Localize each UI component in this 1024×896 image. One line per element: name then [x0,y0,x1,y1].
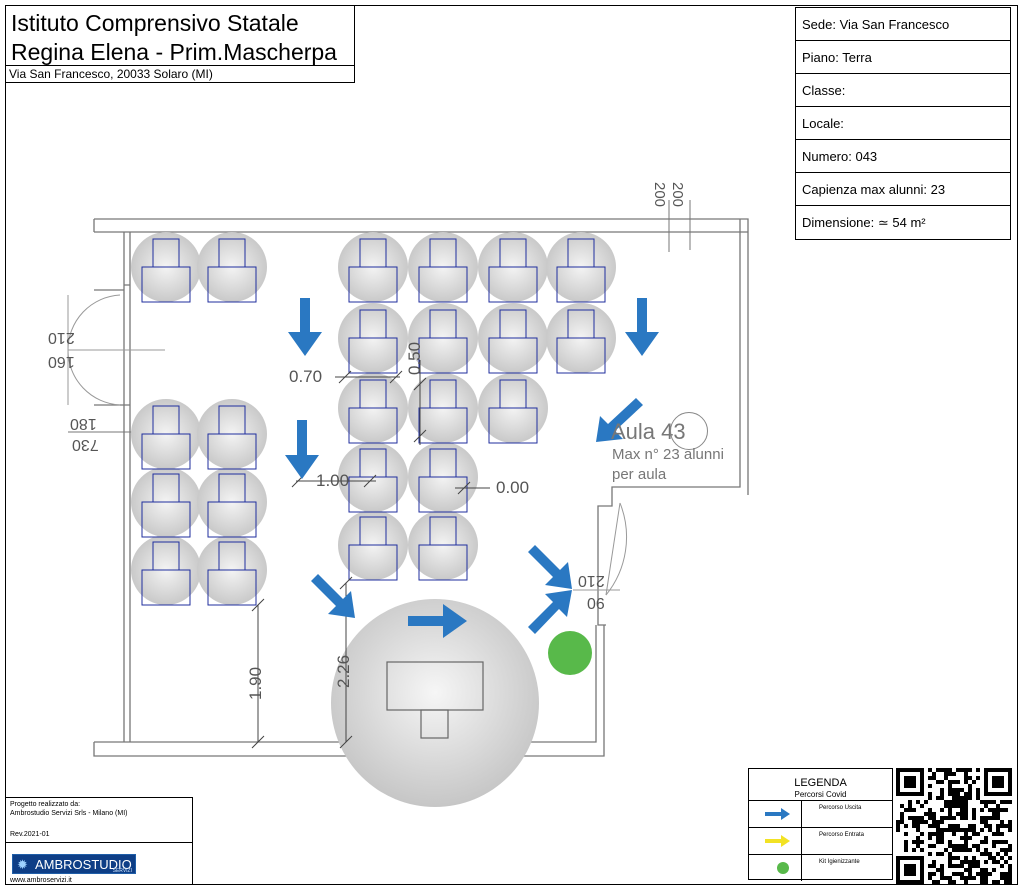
info-classe: Classe: [796,74,1010,107]
student-desk [348,476,398,513]
door-top-label-b: 200 [651,182,668,208]
student-desk [418,544,468,581]
drawing-frame [5,5,1018,885]
dim-label-000: 0.00 [496,478,530,497]
exit-arrow-icon [528,545,572,589]
window-left-label-a: 180 [70,415,97,432]
student-desk [348,337,398,374]
legend-label-entry: Percorso Entrata [819,832,865,838]
left-door [67,294,165,406]
info-capienza: Capienza max alunni: 23 [796,173,1010,206]
dim-label-190: 1.90 [246,666,265,700]
blue-arrow-icon [765,808,790,820]
student-desk [141,569,191,606]
student-desk [207,433,257,470]
student-desk [418,476,468,513]
school-name-line1: Istituto Comprensivo Statale [11,10,299,36]
green-dot-icon [777,862,789,874]
room-number-circle [670,412,708,450]
door-left-label-a: 210 [48,329,75,346]
info-piano: Piano: Terra [796,41,1010,74]
door-top-label-a: 200 [669,182,686,208]
credit-line2: Ambrostudio Servizi Srls - Milano (MI) [10,810,128,817]
exit-arrow-icon [625,298,659,356]
teacher-desk [386,661,484,739]
right-door [573,502,627,596]
exit-arrow-icon [288,298,322,356]
credit-rev: Rev.2021-01 [10,831,50,838]
legend-row-sanitizer: Kit Igienizzante [749,854,892,881]
door-right-label-a: 210 [578,572,605,589]
student-desk [348,544,398,581]
info-numero: Numero: 043 [796,140,1010,173]
legend-label-sanitizer: Kit Igienizzante [819,859,860,865]
student-desk [556,337,606,374]
student-desk [418,337,468,374]
qr-code-icon [896,768,1012,884]
door-left-label-b: 160 [48,353,75,370]
credits-block: Progetto realizzato da: Ambrostudio Serv… [5,797,193,885]
exit-arrow-icon [285,420,319,479]
student-desk [556,266,606,303]
student-desk [488,266,538,303]
credit-divider [6,842,192,843]
student-desk [141,266,191,303]
dim-label-226: 2.26 [334,654,353,688]
student-desk [418,407,468,444]
dim-label-100: 1.00 [316,471,350,490]
legend: LEGENDA Percorsi Covid Percorso Uscita P… [748,768,893,881]
brand-name: AMBROSTUDIO [35,857,132,872]
window-left-label-b: 730 [72,436,99,453]
student-desk [348,266,398,303]
info-dimensione: Dimensione: ≃ 54 m² [802,215,926,230]
school-address: Via San Francesco, 20033 Solaro (MI) [5,66,355,83]
sanitizer-kit-icon [548,631,592,675]
legend-separator [801,855,802,881]
brand-sub: SERVIZI [112,868,132,874]
room-capacity-line1: Max n° 23 alunni [612,446,724,463]
info-sede: Sede: Via San Francesco [796,8,1010,41]
legend-separator [801,801,802,827]
legend-subtitle: Percorsi Covid [794,790,847,799]
legend-label-exit: Percorso Uscita [819,805,862,811]
teacher-zone [331,599,539,807]
student-desk [141,501,191,538]
yellow-arrow-icon [765,835,790,847]
student-desks [131,232,616,606]
exit-arrow-icon [596,398,643,442]
legend-row-entry: Percorso Entrata [749,827,892,854]
exit-arrow-icon [408,604,467,638]
door-right-label-b: 90 [587,594,605,611]
sun-icon: ✹ [17,857,28,872]
student-desk [488,407,538,444]
info-table: Sede: Via San Francesco Piano: Terra Cla… [795,7,1011,240]
student-desk [348,407,398,444]
credit-website: www.ambroservizi.it [10,877,72,884]
dim-label-070: 0.70 [289,367,323,386]
credit-line1: Progetto realizzato da: [10,801,81,808]
student-desk [488,337,538,374]
legend-separator [801,828,802,854]
info-locale: Locale: [796,107,1010,140]
student-desk [207,569,257,606]
student-desk [141,433,191,470]
legend-row-exit: Percorso Uscita [749,800,892,827]
room-walls [93,218,749,757]
school-name-line2: Regina Elena - Prim.Mascherpa [11,39,337,65]
student-desk [207,266,257,303]
student-desk [418,266,468,303]
student-desk [207,501,257,538]
brand-logo: ✹ AMBROSTUDIO SERVIZI [12,854,136,874]
exit-arrow-icon [311,574,355,618]
room-capacity-line2: per aula [612,466,667,483]
top-door-dim [668,200,691,252]
legend-title: LEGENDA [794,777,847,789]
exit-arrow-icon [528,590,572,634]
dim-label-050: 0.50 [405,341,424,375]
title-block: Istituto Comprensivo Statale Regina Elen… [5,5,355,66]
